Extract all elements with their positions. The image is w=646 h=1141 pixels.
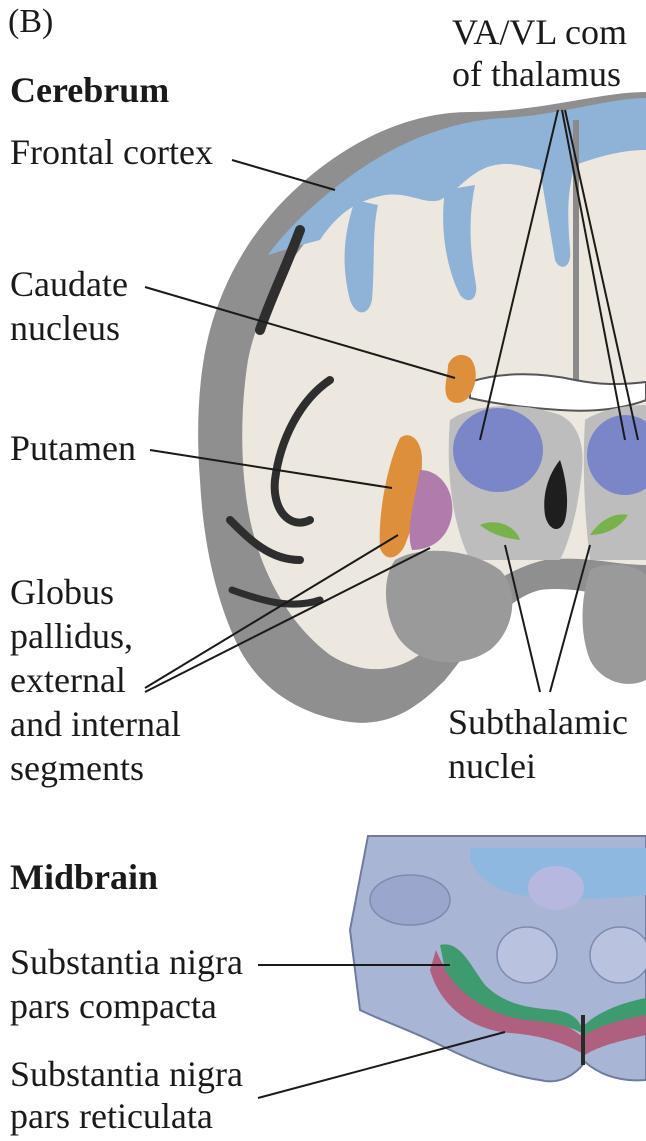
- coronal-section: [198, 92, 646, 723]
- panel-letter: (B): [8, 0, 53, 44]
- label-snr-line2: pars reticulata: [10, 1094, 213, 1138]
- label-subthalamic-line2: nuclei: [448, 744, 536, 788]
- temporal-lobe-right: [583, 565, 646, 684]
- label-snc-line2: pars compacta: [10, 984, 217, 1028]
- label-snc-line1: Substantia nigra: [10, 940, 243, 984]
- vavl-left: [453, 408, 543, 492]
- label-globus-line5: segments: [10, 746, 144, 790]
- section-title-midbrain: Midbrain: [10, 855, 158, 899]
- label-globus-line3: external: [10, 658, 126, 702]
- label-caudate-line1: Caudate: [10, 262, 128, 306]
- leader-snr: [258, 1032, 505, 1098]
- section-title-cerebrum: Cerebrum: [10, 68, 169, 112]
- red-nucleus-left: [497, 927, 557, 983]
- red-nucleus-right: [590, 927, 646, 983]
- label-globus-line4: and internal: [10, 702, 181, 746]
- label-globus-line1: Globus: [10, 570, 114, 614]
- midbrain-section: [350, 836, 646, 1081]
- label-putamen: Putamen: [10, 426, 136, 470]
- label-frontal-cortex: Frontal cortex: [10, 130, 213, 174]
- central-gray: [528, 866, 584, 910]
- label-snr-line1: Substantia nigra: [10, 1052, 243, 1096]
- label-vavl-line1: VA/VL com: [452, 10, 627, 54]
- label-subthalamic-line1: Subthalamic: [448, 700, 628, 744]
- superior-colliculus: [370, 875, 450, 925]
- label-globus-line2: pallidus,: [10, 614, 133, 658]
- label-vavl-line2: of thalamus: [452, 52, 621, 96]
- label-caudate-line2: nucleus: [10, 306, 120, 350]
